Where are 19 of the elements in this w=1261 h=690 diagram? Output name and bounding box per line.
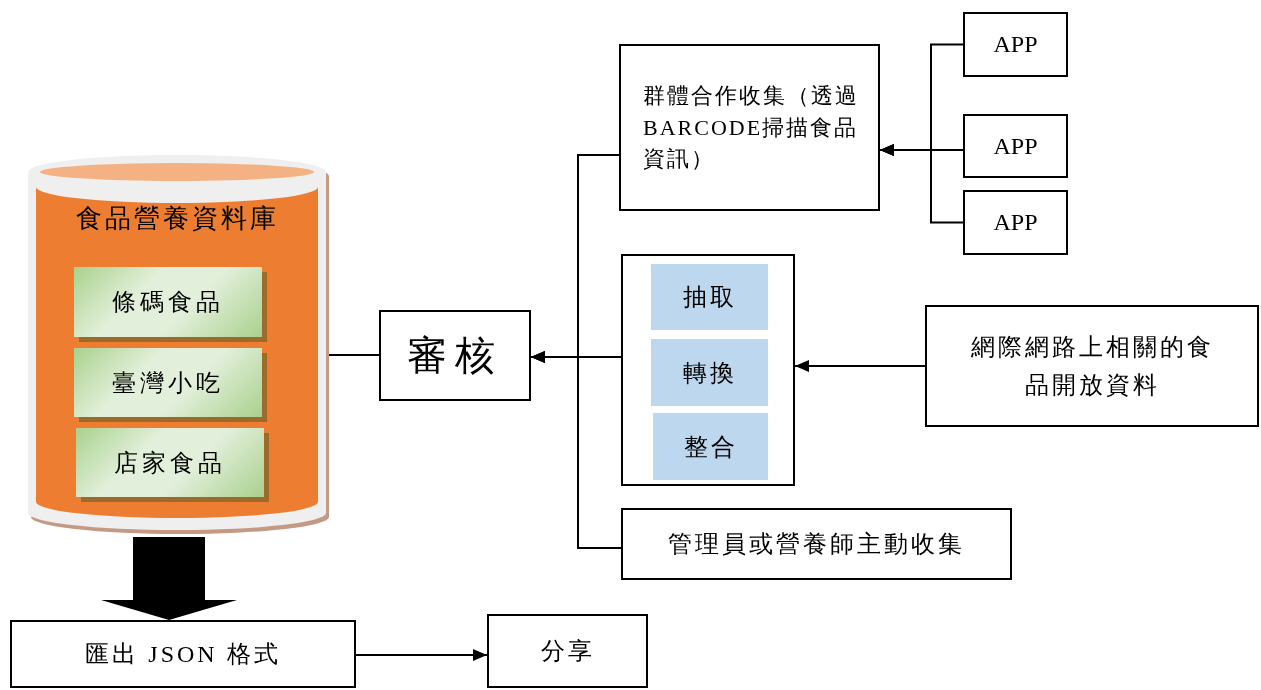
arrow <box>355 649 488 661</box>
process-box: 審核 <box>379 310 531 401</box>
process-box: APP <box>963 12 1068 77</box>
step-box: 抽取 <box>651 264 768 330</box>
step-box: 轉換 <box>651 339 768 406</box>
process-box: 群體合作收集（透過 BARCODE掃描食品資訊） <box>619 44 880 211</box>
database-title: 食品營養資料庫 <box>74 203 280 235</box>
block-arrow <box>101 537 237 620</box>
process-box: APP <box>963 114 1068 178</box>
arrow <box>530 351 622 549</box>
step-box: 整合 <box>653 413 768 480</box>
arrow <box>879 144 964 224</box>
arrow <box>794 360 926 372</box>
process-box: 網際網路上相關的食品開放資料 <box>925 305 1259 427</box>
group-box <box>621 254 795 486</box>
process-box: 分享 <box>487 614 648 688</box>
process-box: 匯出 JSON 格式 <box>10 620 356 688</box>
process-box: 管理員或營養師主動收集 <box>621 508 1012 580</box>
process-box: APP <box>963 190 1068 255</box>
